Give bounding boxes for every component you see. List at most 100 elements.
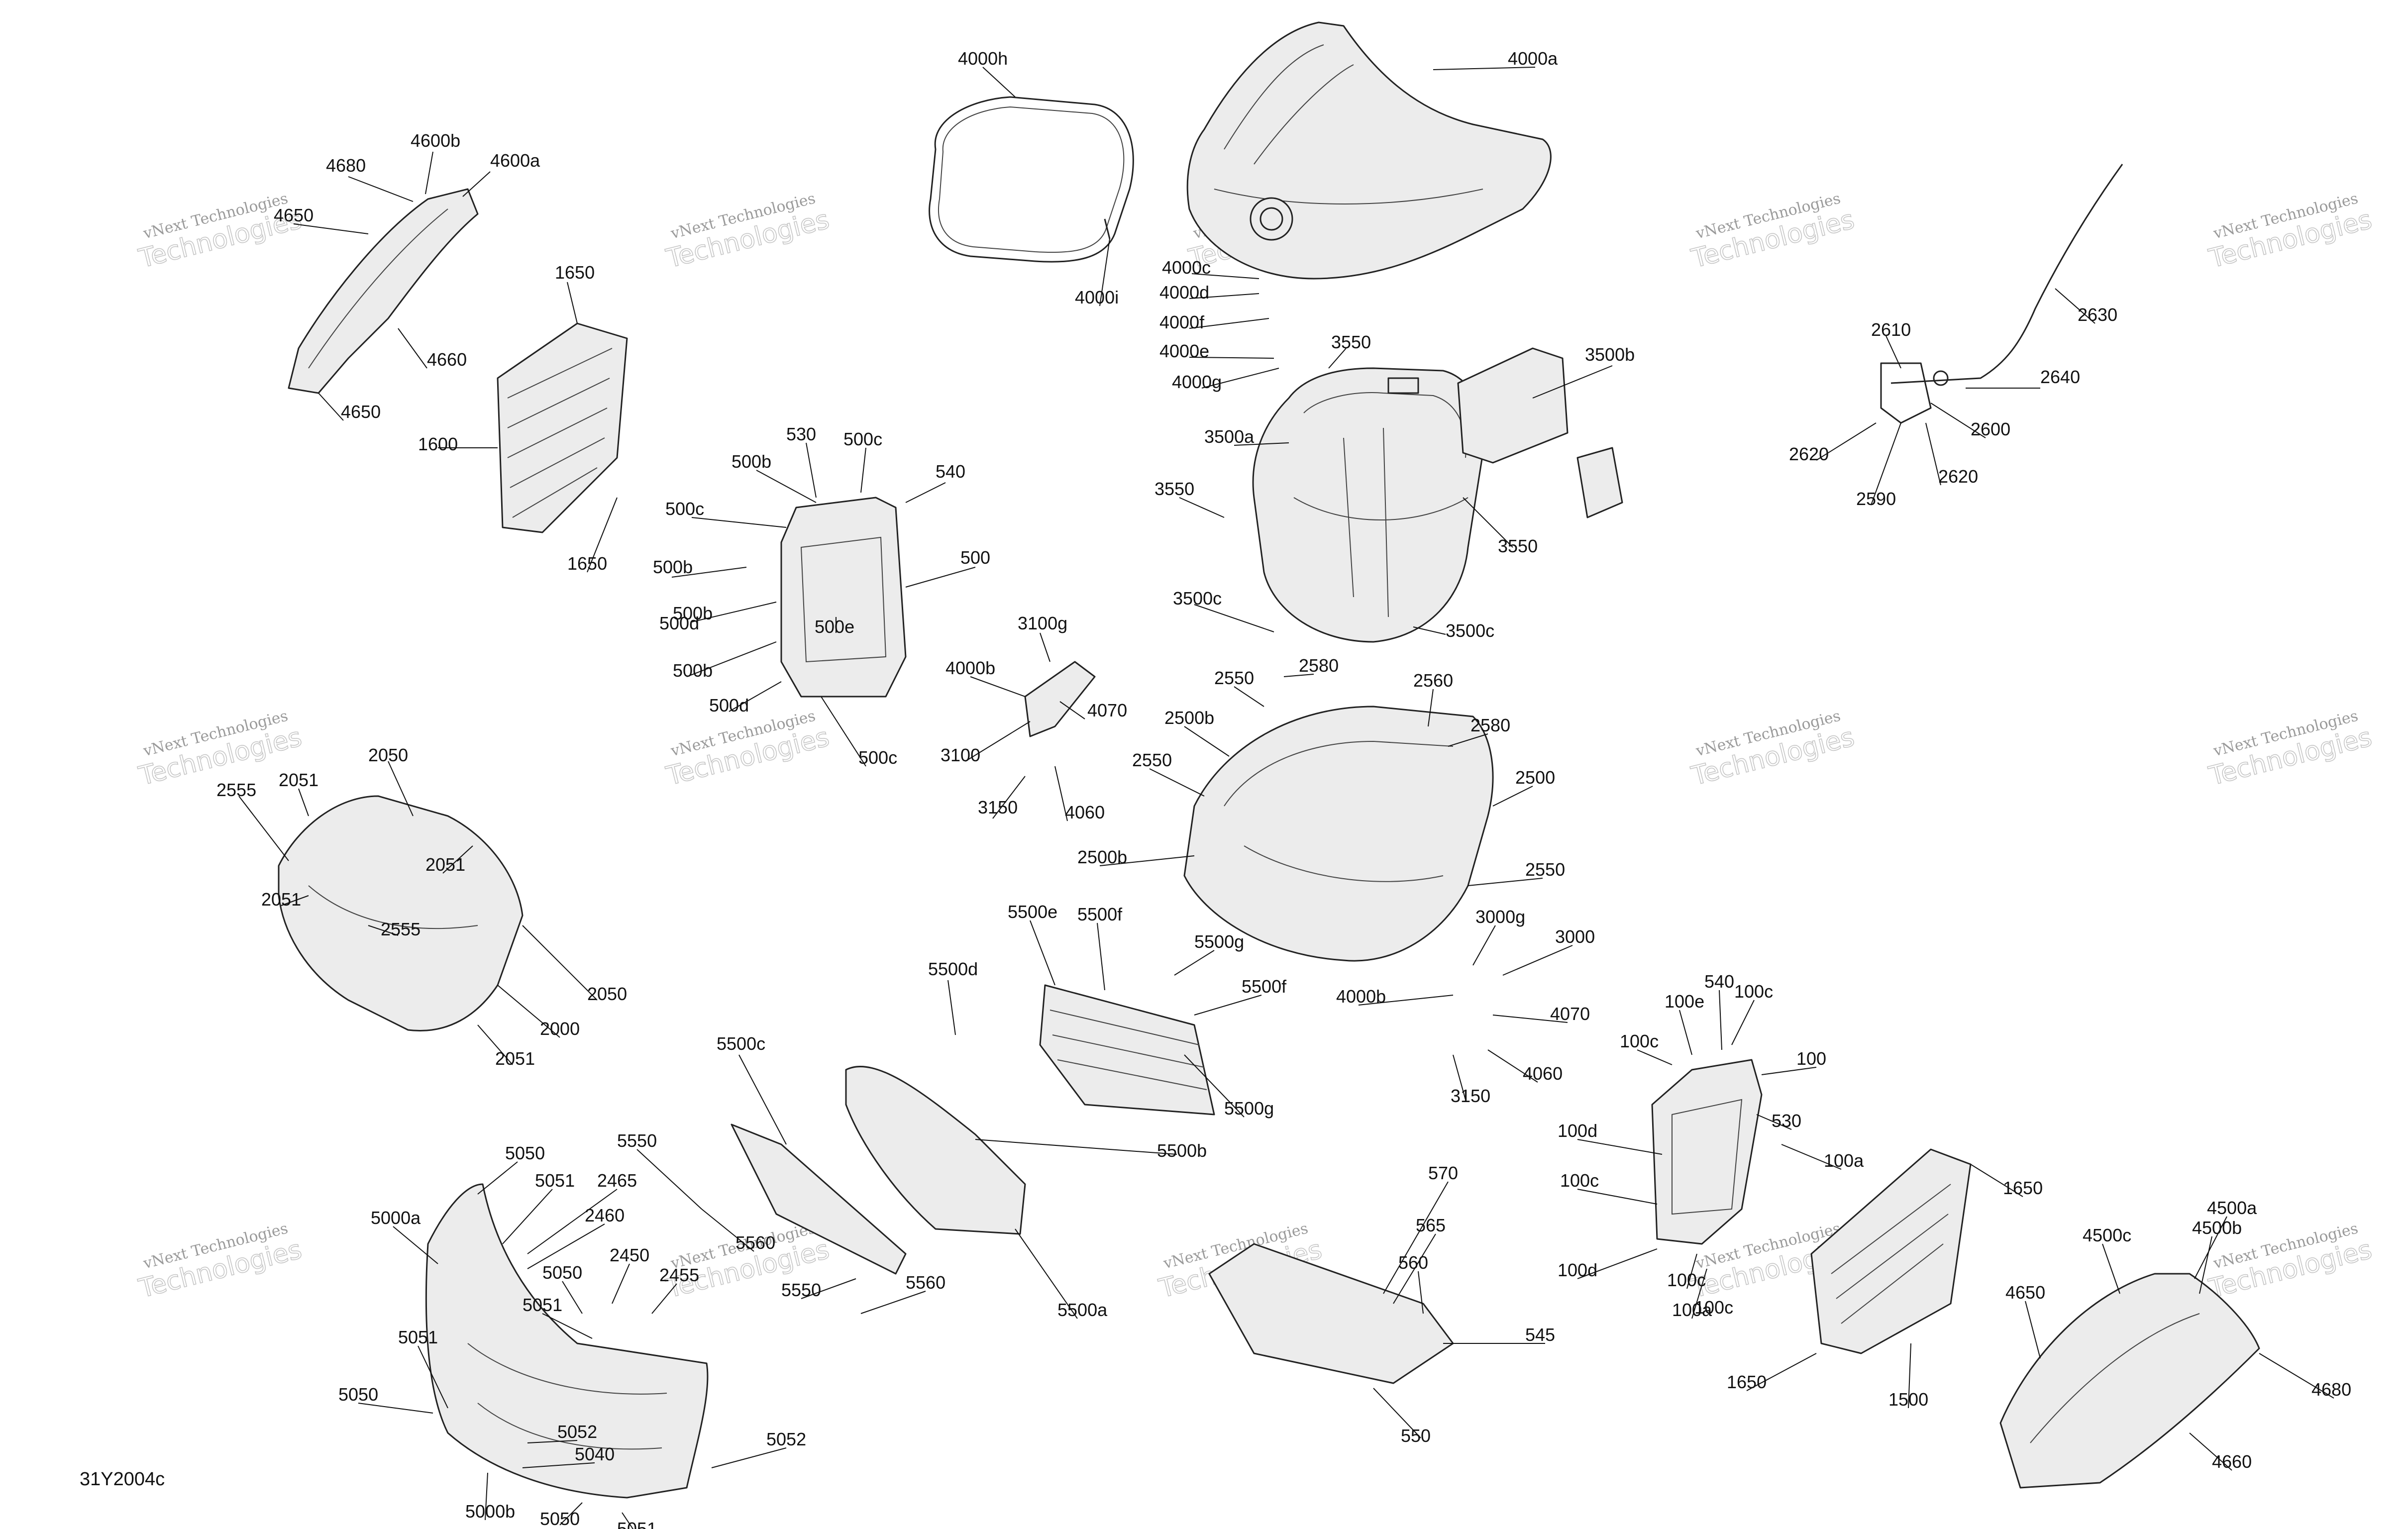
leader-line [686,641,777,677]
part-label: 2051 [495,1048,535,1069]
leader-line [1054,766,1068,821]
leader-line [801,1278,856,1299]
part-label: 4660 [2212,1451,2252,1472]
leader-line [1418,1271,1424,1314]
part-label: 530 [1772,1111,1801,1131]
part-label: 5000a [371,1208,421,1228]
leader-line [1885,335,1901,369]
leader-line [1383,1181,1449,1294]
part-label: 3550 [1498,536,1538,556]
part-label: 4070 [1550,1004,1590,1024]
part-label: 2620 [1938,466,1978,487]
part-label: 100d [1558,1260,1597,1280]
part-500-frame [780,497,907,698]
part-label: 500b [673,603,713,623]
part-5500-grille [731,984,1215,1275]
part-label: 2050 [587,984,627,1004]
part-label: 4060 [1065,802,1105,822]
leader-line [1930,403,1986,438]
part-label: 4000e [1159,341,1209,361]
part-label: 500b [653,557,693,577]
leader-line [1393,1233,1436,1304]
part-label: 5052 [766,1429,806,1449]
part-3500a-storage-bin [1252,367,1485,643]
leader-line [691,602,777,622]
part-label: 5500g [1224,1098,1274,1119]
leader-line [1194,995,1262,1016]
leader-line [651,1283,677,1314]
part-label: 5040 [575,1444,615,1464]
part-label: 3150 [1451,1086,1490,1106]
leader-line [1637,1049,1673,1065]
leader-line [701,1209,754,1252]
part-label: 4600a [490,150,540,171]
leader-line [1691,1268,1707,1319]
part-label: 2560 [1413,670,1453,691]
leader-line [462,171,491,197]
part-label: 3100g [1018,613,1067,633]
part-label: 100e [1665,991,1704,1012]
part-label: 500c [858,747,897,768]
leader-line [477,1161,518,1195]
leader-line [947,980,956,1035]
leader-line [1428,689,1434,727]
part-label: 5560 [735,1232,775,1253]
leader-line [1731,1000,1755,1045]
leader-line [393,1226,438,1264]
leader-line [2025,1301,2041,1359]
part-label: 5051 [617,1519,657,1529]
part-label: 4650 [341,402,381,422]
part-label: 3500a [1204,426,1255,447]
leader-line [527,1189,618,1254]
part-label: 5500a [1057,1300,1108,1320]
leader-line [293,223,369,234]
part-label: 2051 [425,854,465,875]
leader-line [281,895,309,906]
part-label: 3550 [1331,332,1371,352]
leader-line [238,796,289,861]
leader-line [1472,925,1496,966]
part-label: 3150 [978,797,1018,817]
part-label: 2630 [2078,305,2117,325]
leader-line [1448,733,1488,747]
leader-line [1099,855,1195,866]
leader-line [1189,318,1269,329]
leader-line [442,845,473,874]
part-label: 5500f [1242,976,1287,997]
leader-line [1816,422,1877,461]
part-label: 2500b [1164,708,1214,728]
leader-line [1577,1189,1658,1205]
part-label: 100 [1796,1048,1826,1069]
part-label: 5051 [535,1170,575,1191]
part-label: 4000d [1159,282,1209,303]
part-label: 5051 [523,1295,562,1315]
leader-line [562,1281,583,1314]
leader-line [1871,422,1901,506]
part-label: 5500c [717,1033,765,1054]
part-label: 2580 [1299,655,1339,676]
part-label: 2500b [1077,847,1127,867]
part-label: 2465 [597,1170,637,1191]
leader-line [738,1054,787,1145]
part-label: 5050 [540,1509,580,1529]
part-label: 1650 [555,262,595,283]
part-label: 4070 [1087,700,1127,720]
leader-line [497,985,560,1038]
leader-line [348,176,414,202]
part-label: 100c [1560,1170,1599,1191]
leader-line [1184,726,1230,757]
part-label: 2600 [1971,419,2010,439]
leader-line [542,1313,593,1339]
leader-line [1746,1353,1817,1391]
part-label: 2590 [1856,489,1896,509]
part-label: 1650 [567,553,607,574]
leader-line [1184,1054,1245,1118]
leader-line [1059,701,1085,719]
leader-line [860,1291,926,1314]
leader-line [1908,1343,1911,1409]
